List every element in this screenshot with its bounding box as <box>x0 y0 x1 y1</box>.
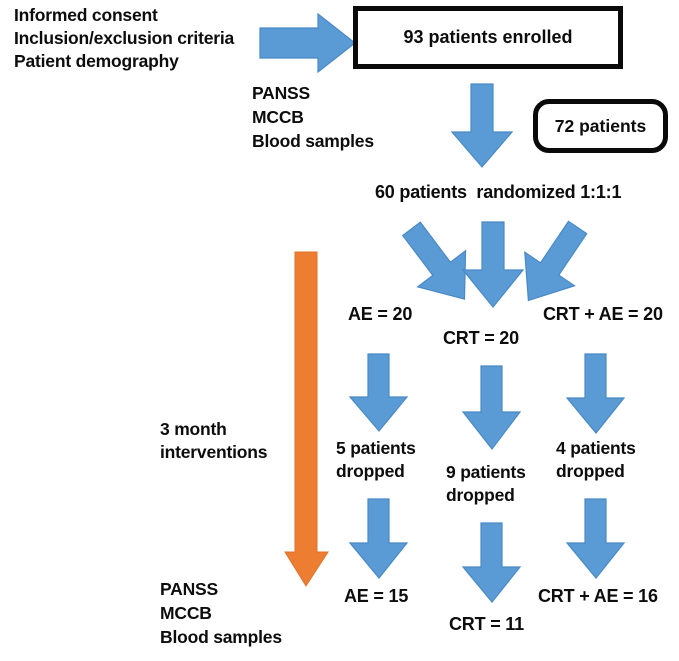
right-arrow-icon <box>259 12 356 74</box>
baseline-assessment-line3: Blood samples <box>252 131 374 151</box>
down-arrow-icon-crt-final <box>457 522 527 603</box>
screening-criteria-line1: Informed consent <box>14 5 158 25</box>
arm-ae-completed-label: AE = 15 <box>344 586 409 606</box>
down-arrow-icon-enrolled-to-eligible <box>444 83 520 168</box>
timeline-label-line2: interventions <box>160 442 268 462</box>
arm-ae-dropped-line1: 5 patients <box>336 438 416 458</box>
endpoint-assessment-line1: PANSS <box>160 579 218 599</box>
arm-ae-allocated-label: AE = 20 <box>348 304 413 324</box>
down-arrow-icon-crt-intervention <box>457 365 527 450</box>
arm-ae-dropped-line2: dropped <box>336 461 405 481</box>
eligible-box-label: 72 patients <box>554 115 647 136</box>
endpoint-assessment-line3: Blood samples <box>160 627 282 647</box>
down-arrow-icon-ae-intervention <box>344 353 414 432</box>
baseline-assessment-line2: MCCB <box>252 107 304 127</box>
timeline-label-line1: 3 month <box>160 419 227 439</box>
down-arrow-icon-crt-ae-final <box>561 498 631 579</box>
screening-criteria-line2: Inclusion/exclusion criteria <box>14 28 235 48</box>
arm-crt-allocated-label: CRT = 20 <box>443 328 519 348</box>
arm-crt-ae-allocated-label: CRT + AE = 20 <box>543 304 663 324</box>
arm-crt-completed-label: CRT = 11 <box>449 614 524 634</box>
arm-crt-dropped-line2: dropped <box>446 485 515 505</box>
baseline-assessment-line1: PANSS <box>252 83 310 103</box>
down-right-arrow-icon-randomize <box>503 214 603 314</box>
down-left-arrow-icon-randomize <box>388 214 488 314</box>
down-arrow-icon-randomize-middle <box>455 221 531 308</box>
screening-criteria-line3: Patient demography <box>14 51 179 71</box>
endpoint-assessment-line2: MCCB <box>160 603 212 623</box>
eligible-box: 72 patients <box>533 99 668 153</box>
orange-down-arrow-icon-timeline <box>284 251 330 588</box>
arm-crt-dropped-line1: 9 patients <box>446 462 526 482</box>
down-arrow-icon-crt-ae-intervention <box>561 353 631 434</box>
arm-crt-ae-dropped-line1: 4 patients <box>556 438 636 458</box>
enrolled-box-label: 93 patients enrolled <box>403 27 573 47</box>
down-arrow-icon-ae-final <box>344 498 414 579</box>
arm-crt-ae-completed-label: CRT + AE = 16 <box>538 586 658 606</box>
arm-crt-ae-dropped-line2: dropped <box>556 461 625 481</box>
randomization-label: 60 patients randomized 1:1:1 <box>375 182 622 202</box>
enrolled-box: 93 patients enrolled <box>353 6 623 69</box>
